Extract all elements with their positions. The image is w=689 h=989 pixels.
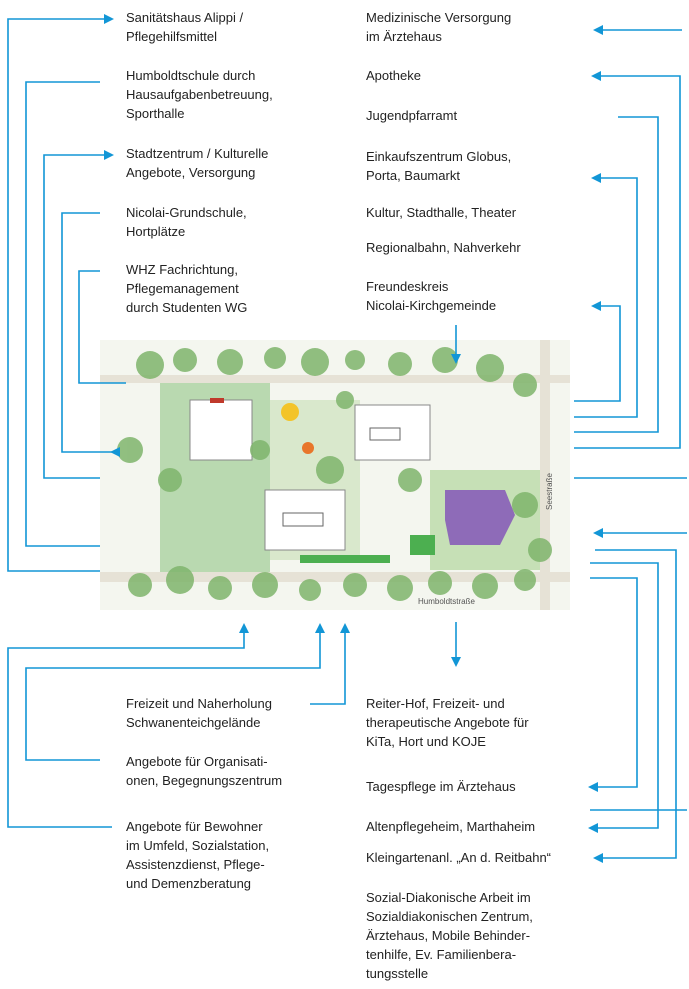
label-stadtzentrum: Stadtzentrum / Kulturelle Angebote, Vers… xyxy=(126,146,269,180)
purple-roof-building xyxy=(445,490,515,545)
path-south xyxy=(100,572,570,582)
path-north xyxy=(100,375,570,383)
building-northeast-roof xyxy=(369,427,401,441)
street-label-south: Humboldtstraße xyxy=(418,597,475,606)
label-angebote-bewohner: Angebote für Bewohner im Umfeld, Sozials… xyxy=(126,819,270,891)
label-whz: WHZ Fachrichtung, Pflegemanagement durch… xyxy=(126,262,248,315)
trees xyxy=(117,347,552,601)
label-kleingarten: Kleingartenanl. „An d. Reitbahn“ xyxy=(366,850,552,865)
hedge-south xyxy=(300,555,390,563)
label-regionalbahn: Regionalbahn, Nahverkehr xyxy=(366,240,521,255)
label-sanitaetshaus: Sanitätshaus Alippi / Pflegehilfsmittel xyxy=(126,10,244,44)
path-east xyxy=(540,340,550,610)
label-angebote-organisationen: Angebote für Organisati- onen, Begegnung… xyxy=(126,754,283,788)
connector-jugendpfarramt xyxy=(574,116,659,433)
connector-sanitaetshaus xyxy=(7,14,114,572)
playground-orange xyxy=(302,442,314,454)
connector-humboldtschule xyxy=(25,81,100,547)
connector-einkaufszentrum xyxy=(574,173,638,418)
hedge-east xyxy=(410,535,435,555)
red-marker xyxy=(210,398,224,403)
site-plan-map: Seestraße Humboldtstraße xyxy=(100,340,570,610)
street-label-east: Seestraße xyxy=(545,473,554,510)
label-jugendpfarramt: Jugendpfarramt xyxy=(366,108,458,123)
playground-yellow xyxy=(281,403,299,421)
building-center xyxy=(264,489,346,551)
connector-whz xyxy=(78,270,126,384)
building-northwest xyxy=(189,399,253,461)
building-center-roof xyxy=(282,512,324,527)
connector-organisationen xyxy=(25,623,325,761)
connector-freizeit xyxy=(310,623,350,705)
label-tagespflege: Tagespflege im Ärztehaus xyxy=(366,779,516,794)
connector-kleingarten xyxy=(593,549,677,863)
connector-stadtzentrum xyxy=(43,150,114,479)
label-altenpflegeheim: Altenpflegeheim, Marthaheim xyxy=(366,819,536,834)
label-nicolai-grundschule: Nicolai-Grundschule, Hortplätze xyxy=(126,205,247,239)
label-humboldtschule: Humboldtschule durch Hausaufgabenbetreuu… xyxy=(126,68,273,121)
connector-apotheke xyxy=(574,71,681,449)
label-medizinische-versorgung: Medizinische Versorgung im Ärztehaus xyxy=(366,10,512,44)
connector-altenpflegeheim xyxy=(588,577,638,792)
label-kultur: Kultur, Stadthalle, Theater xyxy=(366,205,517,220)
connector-freundeskreis xyxy=(574,301,621,402)
label-freundeskreis: Freundeskreis Nicolai-Kirchgemeinde xyxy=(366,279,497,313)
label-sozial-diakonisch: Sozial-Diakonische Arbeit im Sozialdiako… xyxy=(366,890,533,981)
label-apotheke: Apotheke xyxy=(366,68,421,83)
label-freizeit: Freizeit und Naherholung Schwanenteichge… xyxy=(126,696,272,730)
label-einkaufszentrum: Einkaufszentrum Globus, Porta, Baumarkt xyxy=(366,149,512,183)
connector-bewohner xyxy=(7,623,249,828)
connector-sozial xyxy=(588,562,659,833)
label-reiterhof: Reiter-Hof, Freizeit- und therapeutische… xyxy=(366,696,529,749)
building-northeast xyxy=(354,404,431,461)
connector-nicolai xyxy=(61,212,120,457)
